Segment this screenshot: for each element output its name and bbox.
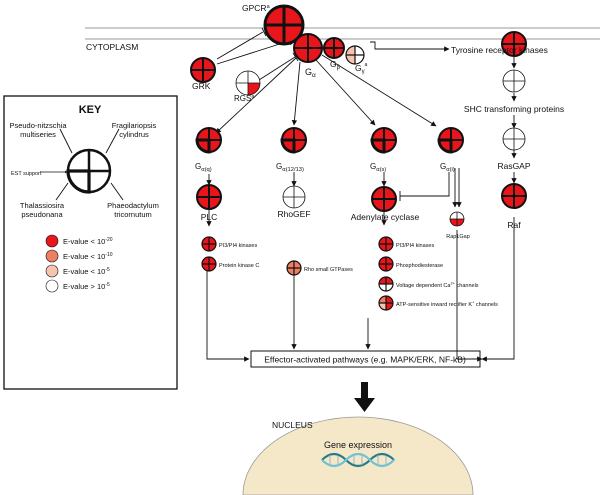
- g-alpha-s-circle: [370, 127, 397, 154]
- ac-pi3-pi4-kinases-label: PI3/PI4 kinases: [396, 243, 434, 249]
- rgs-circle: [235, 70, 261, 96]
- phosphodiesterase-label: Phosphodiesterase: [396, 263, 443, 269]
- homolog-circles: [66, 4, 527, 311]
- key-box: [3, 95, 178, 390]
- g-gamma-circle: [345, 45, 365, 65]
- atp-channels-label: ATP-sensitive inward rectifier K+ channe…: [396, 300, 498, 309]
- g-alpha-s-label: Gα(s): [370, 162, 386, 173]
- tyrosine-kinases-label: Tyrosine receptor kinases: [451, 45, 548, 55]
- rap1gap-label: Rap1Gap: [446, 234, 470, 240]
- legend-swatch-4: [45, 279, 59, 293]
- raf-label: Raf: [507, 220, 521, 230]
- rap1gap-circle: [449, 211, 465, 227]
- g-alpha-circle: [293, 33, 323, 63]
- protein-kinase-c-circle: [201, 256, 217, 272]
- shc-circle: [502, 69, 526, 93]
- key-legend: E-value < 10-20 E-value < 10-10 E-value …: [45, 234, 113, 293]
- legend-swatch-2: [45, 249, 59, 263]
- nucleus-label: NUCLEUS: [272, 420, 313, 430]
- g-alpha-q-label: Gα(q): [195, 162, 212, 173]
- g-gamma-label: Gγa: [355, 62, 368, 75]
- g-beta-circle: [323, 37, 345, 59]
- legend-swatch-1: [45, 234, 59, 248]
- grk-circle: [190, 57, 216, 83]
- key-est-label: EST support: [11, 171, 42, 177]
- g-alpha-i-label: Gα(i): [440, 162, 455, 173]
- arrow-to-nucleus-icon: [354, 382, 375, 412]
- g-alpha-12-13-circle: [280, 127, 307, 154]
- rhogef-label: RhoGEF: [277, 209, 310, 219]
- atp-channel-circle: [378, 295, 394, 311]
- effector-pathways-label: Effector-activated pathways (e.g. MAPK/E…: [264, 355, 466, 365]
- rasgap-circle: [502, 127, 526, 151]
- voltage-channels-label: Voltage dependent Ca2+ channels: [396, 281, 479, 290]
- rgs-label: RGSa: [234, 94, 255, 103]
- rhogef-circle: [282, 185, 306, 209]
- plc-pi3-pi4-circle: [201, 236, 217, 252]
- key-title: KEY: [79, 104, 102, 116]
- legend-label-1: E-value < 10-20: [63, 237, 113, 246]
- key-example-circle: [66, 148, 112, 194]
- grk-label: GRK: [192, 81, 211, 91]
- rasgap-label: RasGAP: [497, 161, 530, 171]
- legend-label-3: E-value < 10-5: [63, 267, 110, 276]
- g-alpha-12-13-label: Gα(12/13): [276, 162, 304, 173]
- plc-circle: [196, 184, 222, 210]
- legend-label-2: E-value < 10-10: [63, 252, 113, 261]
- legend-swatch-3: [45, 264, 59, 278]
- plc-pi3-pi4-kinases-label: PI3/PI4 kinases: [219, 243, 257, 249]
- nucleus-shape: [242, 416, 474, 495]
- phosphodiesterase-circle: [378, 256, 394, 272]
- shc-label: SHC transforming proteins: [464, 104, 564, 114]
- g-alpha-i-circle: [437, 127, 464, 154]
- g-beta-label: Gβ: [330, 59, 341, 71]
- gpcr-circle: [263, 4, 305, 46]
- gpcr-label: GPCRa: [242, 3, 271, 13]
- adenylate-cyclase-label: Adenylate cyclase: [351, 212, 420, 222]
- g-alpha-label: Gα: [305, 67, 316, 79]
- gene-expression-label: Gene expression: [324, 440, 392, 450]
- ac-pi3-pi4-circle: [378, 236, 394, 252]
- rho-small-gtpases-label: Rho small GTPases: [304, 267, 353, 273]
- adenylate-cyclase-circle: [371, 186, 397, 212]
- legend-label-4: E-value > 10-5: [63, 282, 110, 291]
- pathway-arrows: [55, 27, 517, 362]
- g-alpha-q-circle: [195, 127, 222, 154]
- dna-helix: [321, 452, 395, 468]
- cytoplasm-label: CYTOPLASM: [86, 42, 138, 52]
- protein-kinase-c-label: Protein kinase C: [219, 263, 259, 269]
- raf-circle: [501, 183, 527, 209]
- voltage-channel-circle: [378, 276, 394, 292]
- plc-label: PLC: [201, 212, 218, 222]
- tyrosine-kinases-circle: [501, 31, 527, 57]
- rho-small-gtpases-circle: [286, 260, 302, 276]
